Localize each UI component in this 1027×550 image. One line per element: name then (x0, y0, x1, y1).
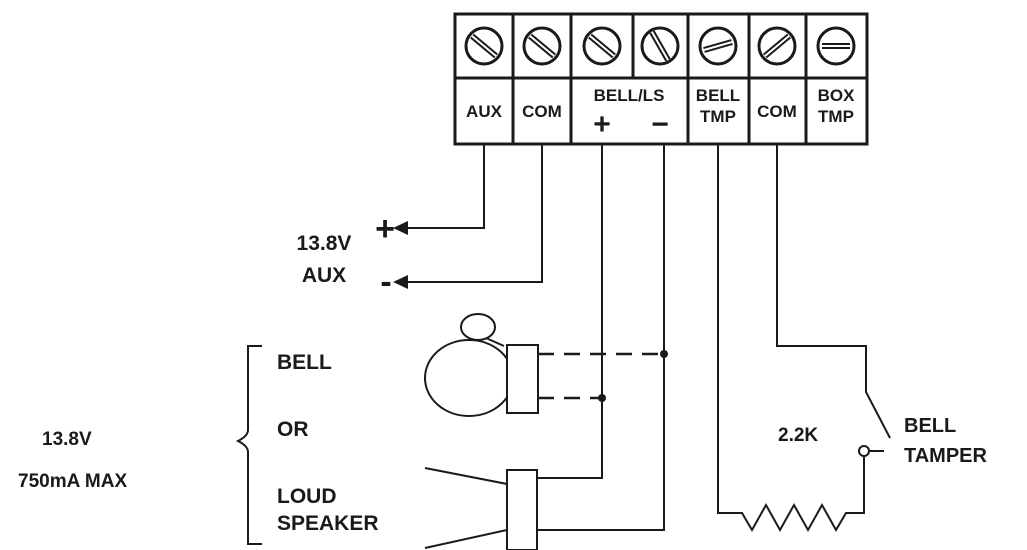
resistor-value-label: 2.2K (778, 425, 818, 446)
terminal-label-bell-ls: BELL/LS (594, 86, 665, 105)
rating-voltage-label: 13.8V (42, 429, 92, 450)
loudspeaker-icon (424, 467, 538, 550)
junction-dot (660, 350, 668, 358)
bell-ls-negative-wire (537, 144, 665, 531)
or-label: OR (277, 418, 309, 441)
rating-current-label: 750mA MAX (18, 471, 127, 492)
bell-ls-positive-wire (537, 144, 603, 479)
terminal-screw-icon[interactable] (698, 26, 738, 66)
terminal-label-box-tmp-line2: TMP (818, 107, 854, 126)
arrow-left-icon (393, 275, 408, 289)
aux-plus-sign: + (375, 210, 395, 248)
bell-icon (424, 313, 539, 417)
bell-option-label: BELL (277, 351, 332, 374)
terminal-label-com-2: COM (757, 102, 797, 121)
loud-label: LOUD (277, 485, 337, 508)
terminal-screw-icon[interactable] (816, 26, 856, 66)
terminal-label-com: COM (522, 102, 562, 121)
tamper-switch-wire (776, 144, 891, 439)
terminal-label-bell-tmp-line1: BELL (696, 86, 740, 105)
terminal-label-box-tmp-line1: BOX (818, 86, 856, 105)
terminal-screw-icon[interactable] (522, 26, 562, 66)
tamper-label-line2: TAMPER (904, 445, 988, 467)
terminal-sign-minus: − (651, 108, 669, 141)
terminal-label-aux: AUX (466, 102, 503, 121)
tamper-switch-icon (858, 445, 884, 457)
aux-negative-wire (405, 144, 543, 283)
terminal-label-bell-tmp-line2: TMP (700, 107, 736, 126)
device-options-bracket (235, 345, 262, 545)
arrow-left-icon (393, 221, 408, 235)
terminal-screw-icon[interactable] (464, 26, 504, 66)
terminal-sign-plus: + (593, 108, 611, 141)
aux-voltage-label: 13.8V (297, 232, 352, 255)
speaker-label: SPEAKER (277, 512, 379, 535)
terminal-screw-icon[interactable] (582, 26, 622, 66)
terminal-screw-icon[interactable] (640, 26, 680, 66)
aux-name-label: AUX (302, 264, 346, 287)
aux-minus-sign: - (380, 263, 391, 301)
tamper-label-line1: BELL (904, 415, 956, 437)
aux-positive-wire (405, 144, 485, 229)
resistor-loop-wire (717, 144, 865, 533)
terminal-screw-icon[interactable] (757, 26, 797, 66)
